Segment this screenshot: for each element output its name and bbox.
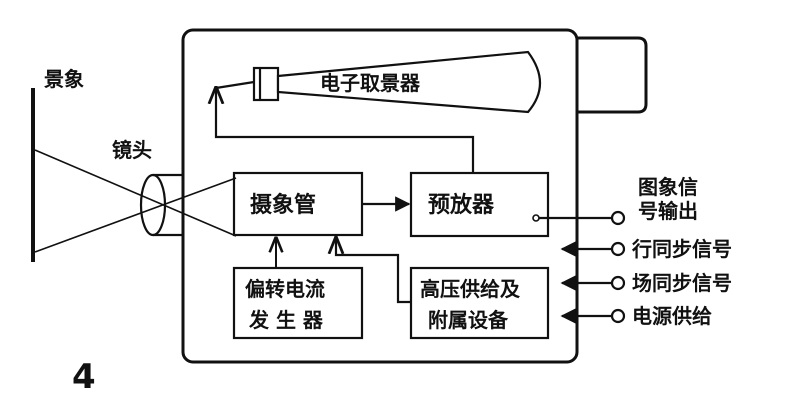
lens-label: 镜头 (112, 138, 152, 162)
power-supply-label: 电源供给 (632, 304, 712, 328)
viewfinder-hood (577, 36, 648, 114)
video-output-label-line1: 图象信 (638, 175, 698, 199)
electron-viewfinder-label: 电子取景器 (320, 71, 421, 95)
field-sync-terminal (610, 275, 626, 291)
preamp-to-viewfinder-line (216, 88, 475, 173)
power-supply-terminal (610, 308, 626, 324)
line-sync-terminal (610, 241, 626, 257)
scene-label: 景象 (44, 67, 84, 91)
deflection-label-line2: 发 生 器 (248, 308, 324, 332)
preamp-label: 预放器 (428, 192, 495, 218)
field-sync-label: 场同步信号 (632, 271, 732, 295)
camera-housing (181, 28, 579, 364)
optical-rays (34, 149, 237, 253)
hv-label-line1: 高压供给及 (420, 277, 521, 301)
viewfinder-feed (215, 80, 255, 90)
video-output-terminal (610, 210, 626, 226)
hv-to-tube-line (336, 238, 411, 304)
video-output-label-line2: 号输出 (638, 199, 698, 223)
preamp-box (409, 171, 550, 238)
electron-viewfinder (252, 50, 541, 114)
line-sync-label: 行同步信号 (631, 237, 732, 261)
deflection-label-line1: 偏转电流 (245, 277, 325, 301)
deflection-generator-box (232, 266, 364, 340)
hv-label-line2: 附属设备 (428, 308, 509, 332)
figure-number: 4 (72, 357, 96, 397)
camera-tube-label: 摄象管 (250, 192, 316, 218)
preamp-output-node (532, 214, 540, 222)
